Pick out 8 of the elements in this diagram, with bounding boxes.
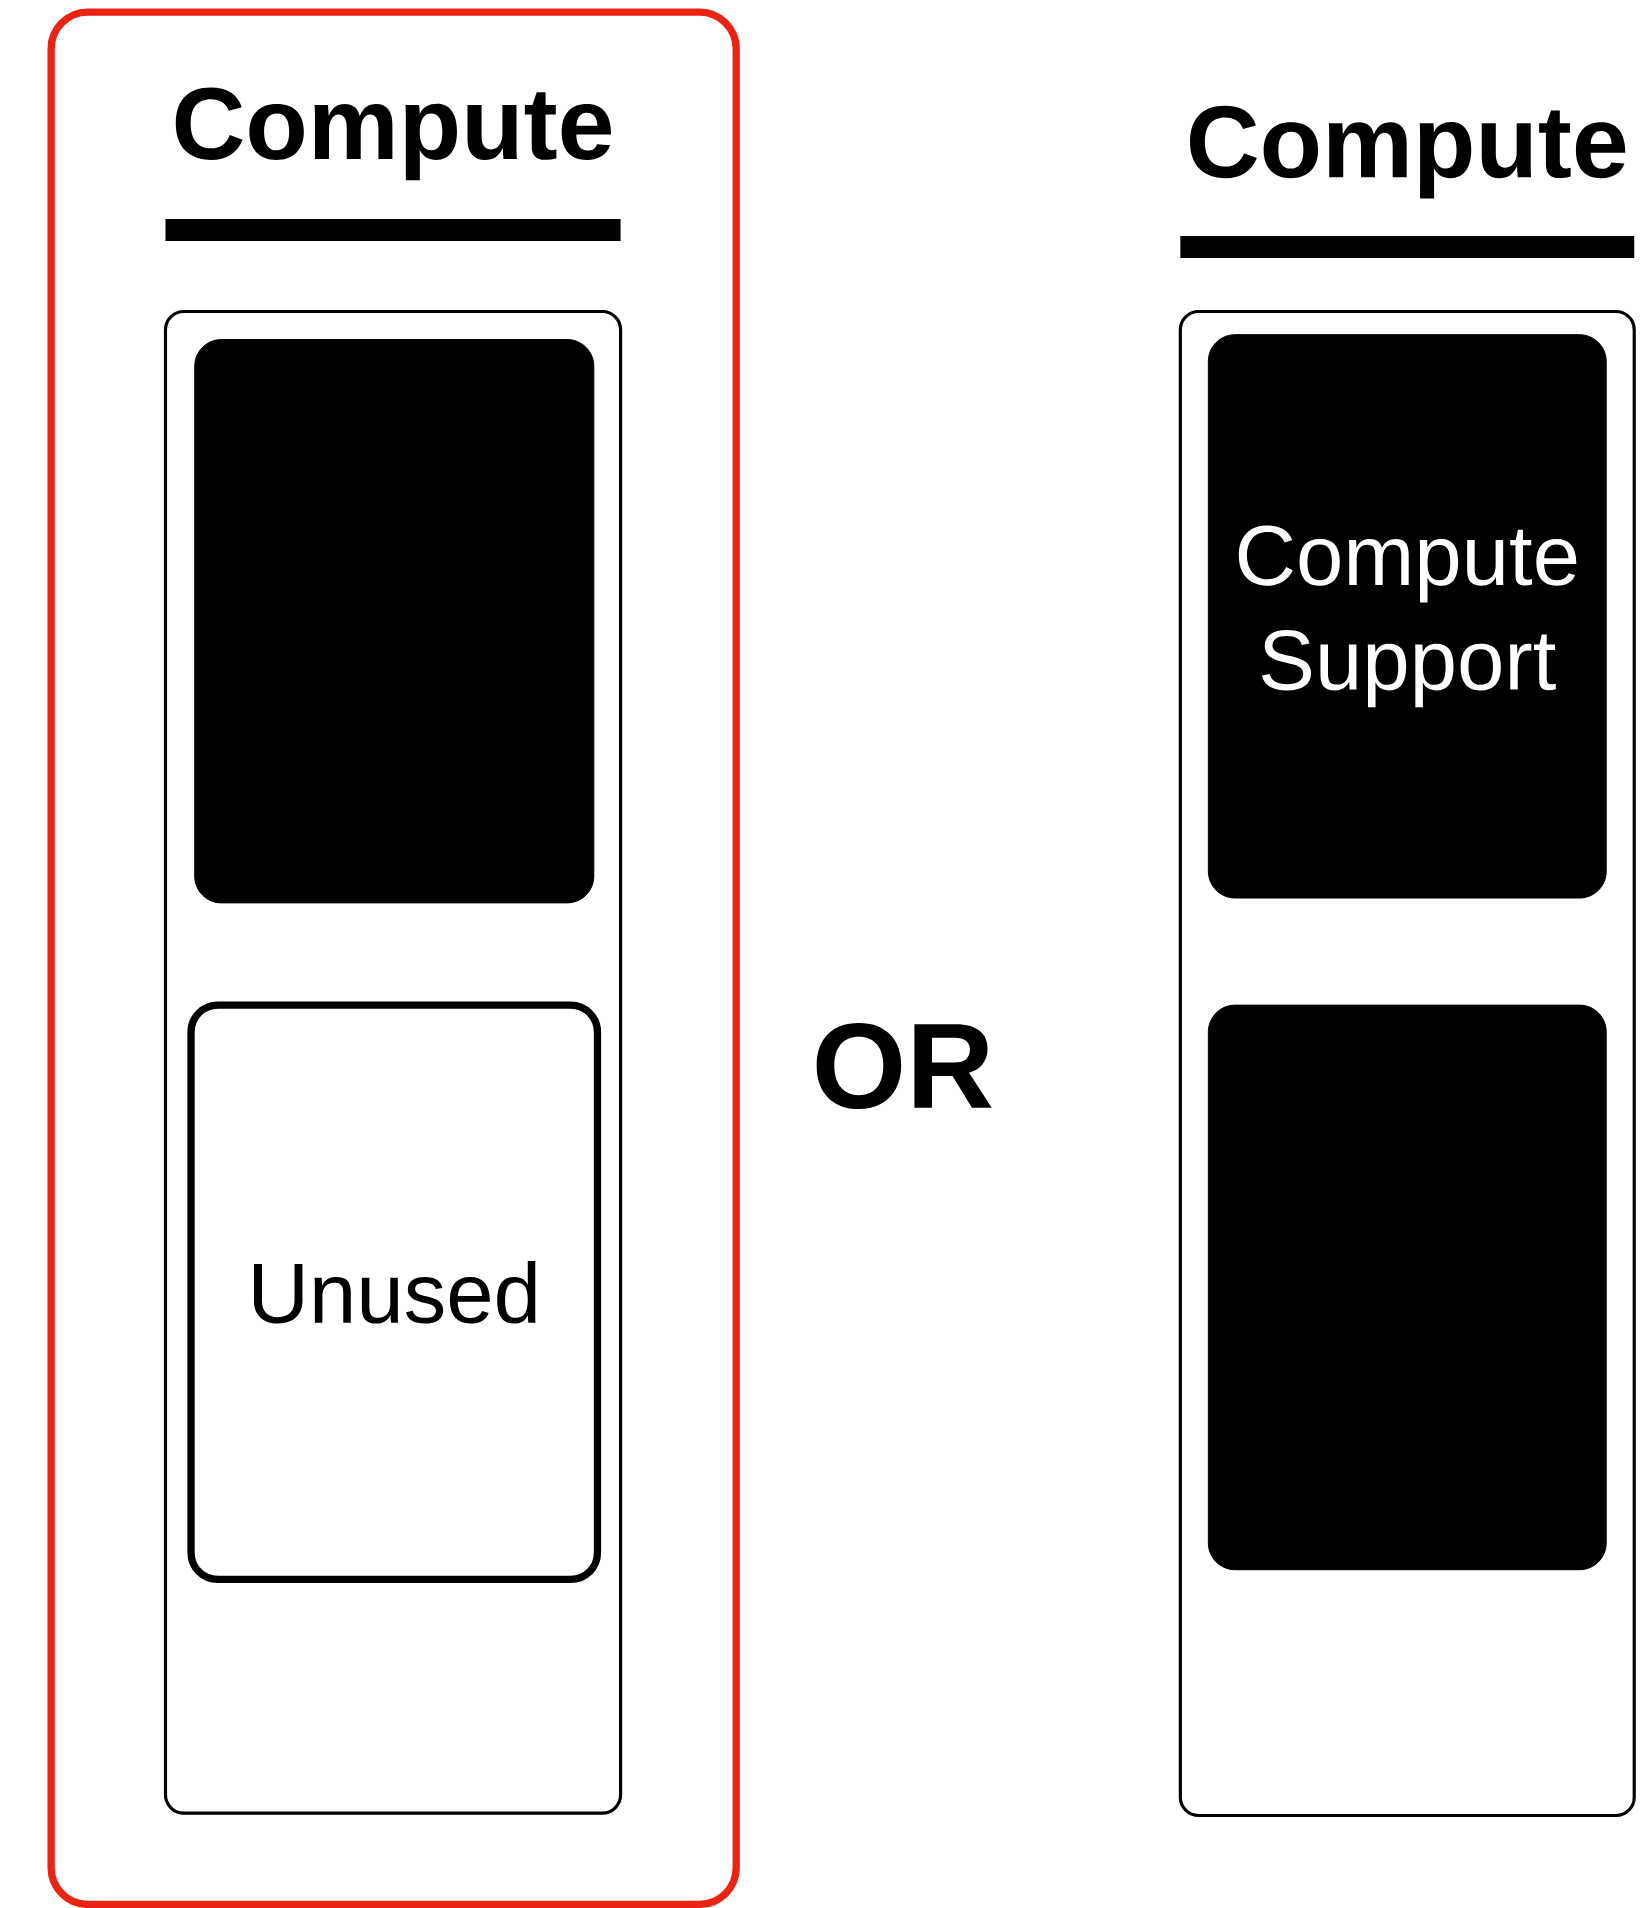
highlight-frame [47, 8, 740, 1908]
block-box [1207, 1004, 1607, 1571]
block-box: Compute Support [1207, 334, 1607, 899]
block-box: Unused [187, 1001, 602, 1584]
column-heading: Compute [1180, 105, 1635, 258]
column-heading: Compute [165, 87, 621, 241]
separator-word: OR [816, 1022, 992, 1110]
block-box [194, 339, 595, 904]
